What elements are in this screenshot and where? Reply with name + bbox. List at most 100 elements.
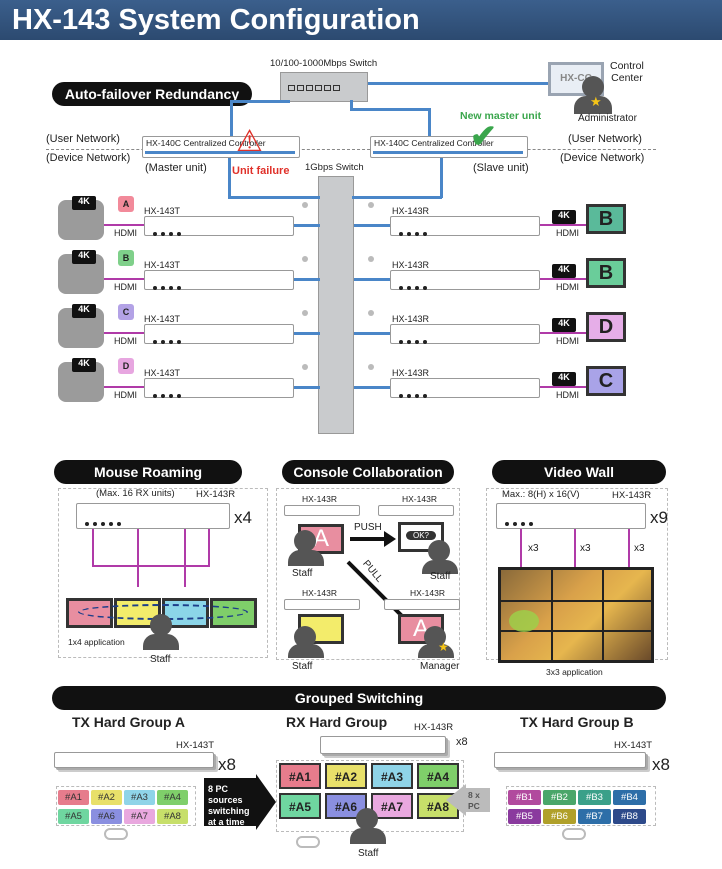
hxcc-label: HX-CC — [560, 73, 592, 84]
redundancy-label: Auto-failover Redundancy — [52, 82, 252, 106]
ok-bubble: OK? — [406, 531, 436, 540]
manager-head-icon — [424, 626, 446, 648]
group-a-chip: #A1 — [58, 790, 89, 805]
switch-1g-label: 1Gbps Switch — [305, 162, 364, 173]
display-monitor: B — [586, 258, 626, 288]
hdmi-label: HDMI — [556, 282, 579, 292]
hdmi-label: HDMI — [556, 336, 579, 346]
display-monitor: D — [586, 312, 626, 342]
push-arrowhead — [384, 531, 396, 547]
link-line — [574, 529, 576, 567]
link-line — [540, 278, 586, 280]
link-line — [104, 278, 144, 280]
count-b: x8 — [652, 755, 670, 774]
group-b-chip: #B2 — [543, 790, 576, 805]
console-panel — [276, 488, 460, 660]
staff-label: Staff — [430, 571, 451, 582]
tx-label: HX-143T — [144, 260, 181, 270]
link-icon — [562, 828, 586, 840]
group-b-chip: #B6 — [543, 809, 576, 824]
network-divider — [46, 149, 656, 150]
tx-device — [144, 216, 294, 236]
hdmi-label: HDMI — [556, 228, 579, 238]
video-wall-rx-label: HX-143R — [612, 490, 652, 501]
controller-bar — [145, 151, 295, 154]
link-line — [294, 386, 320, 389]
controller-bar — [373, 151, 523, 154]
tx-group-a-title: TX Hard Group A — [72, 714, 186, 730]
mouse-roaming-note: (Max. 16 RX units) — [96, 488, 175, 499]
chips-a: #A1#A2#A3#A4#A5#A6#A7#A8 — [57, 787, 195, 825]
group-b-chip: #B3 — [578, 790, 611, 805]
rx-device — [390, 378, 540, 398]
tx-group-b-title: TX Hard Group B — [520, 714, 634, 730]
mouse-roaming-rx-label: HX-143R — [196, 489, 236, 500]
slave-unit-label: (Slave unit) — [473, 162, 529, 174]
link-count: x3 — [580, 543, 591, 554]
group-b-chip: #B1 — [508, 790, 541, 805]
staff-label: Staff — [358, 848, 379, 859]
link-line — [354, 278, 390, 281]
port-dots — [368, 310, 374, 316]
link-line — [368, 82, 548, 85]
port-dots — [302, 310, 308, 316]
display-monitor: B — [586, 204, 626, 234]
link-line — [228, 158, 231, 198]
mouse-roaming-count: x4 — [234, 508, 252, 527]
count-a: x8 — [218, 755, 236, 774]
checkmark-icon: ✔ — [470, 118, 497, 154]
link-line — [540, 224, 586, 226]
rx-device — [390, 270, 540, 290]
source-tag: D — [118, 358, 134, 374]
source-tag: B — [118, 250, 134, 266]
rx-device — [390, 216, 540, 236]
group-a-chip: #A3 — [124, 790, 155, 805]
master-unit-label: (Master unit) — [145, 162, 207, 174]
tx-label-b: HX-143T — [614, 740, 653, 751]
console-rx-label: HX-143R — [302, 494, 337, 504]
rx-label: HX-143R — [392, 314, 430, 324]
port-dots — [302, 364, 308, 370]
group-a-chip: #A4 — [157, 790, 188, 805]
rx-device — [378, 505, 454, 516]
chips-b-panel: #B1#B2#B3#B4#B5#B6#B7#B8 — [506, 786, 656, 826]
link-line — [208, 529, 210, 567]
rx-group-monitor: #A3 — [371, 763, 413, 789]
link-line — [354, 224, 390, 227]
grouped-title: Grouped Switching — [52, 686, 666, 710]
port-dots — [302, 256, 308, 262]
warning-icon: ⚠ — [236, 125, 263, 158]
link-line — [540, 386, 586, 388]
console-rx-label: HX-143R — [402, 494, 437, 504]
rx-grid-panel: #A1#A2#A3#A4#A5#A6#A7#A8 — [276, 760, 464, 832]
tx-device — [144, 270, 294, 290]
rx-label: HX-143R — [392, 368, 430, 378]
staff-body-icon — [288, 550, 324, 566]
chips-b: #B1#B2#B3#B4#B5#B6#B7#B8 — [507, 787, 655, 825]
unit-failure-label: Unit failure — [232, 165, 290, 177]
tx-label: HX-143T — [144, 206, 181, 216]
pc-arrow: 8 x PC — [466, 788, 490, 812]
link-line — [294, 332, 320, 335]
link-line — [628, 529, 630, 567]
link-line — [352, 196, 442, 199]
source-tag: C — [118, 304, 134, 320]
staff-head-icon — [428, 540, 450, 562]
pc-arrowhead — [446, 784, 466, 816]
4k-badge: 4K — [72, 250, 96, 264]
rx-device — [284, 505, 360, 516]
admin-body-icon — [574, 96, 612, 114]
rx-group-monitor: #A7 — [371, 793, 413, 819]
tx-label: HX-143T — [144, 368, 181, 378]
rx-label: HX-143R — [392, 206, 430, 216]
display-monitor: C — [586, 366, 626, 396]
video-wall-image — [498, 567, 654, 663]
staff-label: Staff — [150, 654, 171, 665]
video-wall-count: x9 — [650, 508, 668, 527]
switch-arrow: 8 PC sources switching at a time — [204, 778, 256, 827]
tx-device — [144, 378, 294, 398]
link-line — [350, 100, 353, 110]
link-line — [294, 224, 320, 227]
hdmi-label: HDMI — [114, 228, 137, 238]
link-line — [92, 529, 94, 567]
